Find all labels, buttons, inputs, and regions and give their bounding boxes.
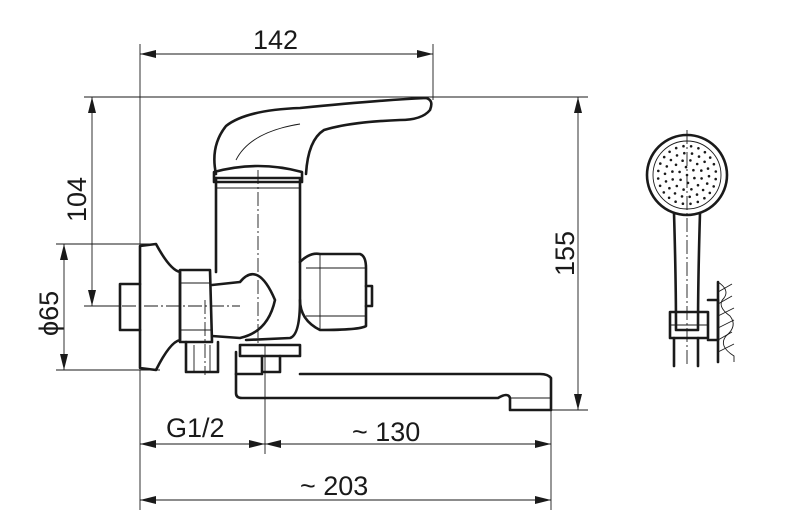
dim-155-label: 155 [550, 231, 580, 276]
hand-shower [645, 133, 735, 368]
spray-hole [696, 200, 700, 204]
spray-hole [707, 174, 711, 178]
spray-hole [705, 182, 709, 185]
spray-hole [663, 172, 667, 176]
spray-hole [656, 177, 660, 180]
dim-104-label: 104 [62, 177, 92, 222]
faucet-body [118, 96, 553, 412]
spray-hole [714, 170, 718, 173]
spray-hole [683, 151, 686, 155]
spray-hole [693, 176, 696, 180]
spray-hole [697, 147, 700, 150]
spray-hole [700, 177, 703, 180]
spray-hole [708, 191, 712, 195]
spray-hole [689, 145, 693, 148]
spray-hole [674, 163, 678, 167]
dim-142-label: 142 [253, 25, 298, 55]
spray-hole [681, 159, 684, 162]
dimension-lines [56, 44, 588, 510]
spray-hole [684, 165, 688, 169]
spray-hole [681, 202, 685, 205]
spray-hole [703, 160, 706, 164]
spray-hole [680, 195, 684, 198]
spray-hole [689, 159, 692, 162]
spray-hole [706, 167, 710, 170]
spray-hole [696, 183, 700, 187]
spray-hole [688, 195, 691, 199]
spray-hole [665, 165, 669, 168]
spray-hole [659, 162, 662, 165]
spray-hole [675, 154, 679, 157]
spray-hole [673, 192, 677, 195]
spray-hole [701, 188, 705, 192]
spray-hole [675, 184, 679, 188]
spray-hole [662, 191, 666, 194]
spray-hole [697, 155, 701, 158]
spray-hole [686, 181, 690, 185]
spray-hole [671, 178, 674, 181]
spray-hole [690, 152, 694, 155]
spray-hole [678, 170, 681, 174]
spray-hole [682, 188, 685, 191]
spray-hole [712, 185, 715, 188]
spray-hole [674, 200, 677, 203]
spray-hole [695, 162, 699, 166]
dim-thread-label: G1/2 [166, 413, 225, 443]
spray-hole [668, 150, 671, 154]
spray-hole [695, 193, 699, 196]
dim-203-label: ~ 203 [300, 471, 368, 501]
spray-hole [664, 180, 668, 183]
spray-hole [668, 186, 671, 190]
spray-hole [682, 144, 685, 148]
spray-nozzles [656, 144, 718, 206]
spray-hole [714, 177, 717, 181]
spray-hole [679, 178, 682, 182]
spray-hole [658, 184, 662, 188]
spray-hole [671, 170, 674, 173]
spray-hole [685, 173, 689, 177]
spray-hole [674, 146, 678, 150]
spray-hole [712, 162, 716, 166]
dim-130-label: ~ 130 [352, 417, 420, 447]
spray-hole [703, 150, 707, 154]
center-lines [100, 130, 688, 375]
spray-hole [692, 168, 695, 172]
dim-diameter-65-label: ϕ65 [34, 291, 64, 336]
spray-hole [669, 158, 673, 162]
spray-hole [700, 169, 703, 172]
spray-hole [689, 202, 692, 206]
spray-hole [708, 156, 712, 159]
spray-hole [667, 196, 671, 200]
spray-hole [662, 155, 666, 159]
spray-hole [690, 188, 693, 191]
dimension-labels: 142 104 155 ϕ65 G1/2 ~ 130 ~ 203 [34, 25, 580, 501]
spray-hole [657, 169, 660, 173]
spray-hole [703, 196, 706, 200]
